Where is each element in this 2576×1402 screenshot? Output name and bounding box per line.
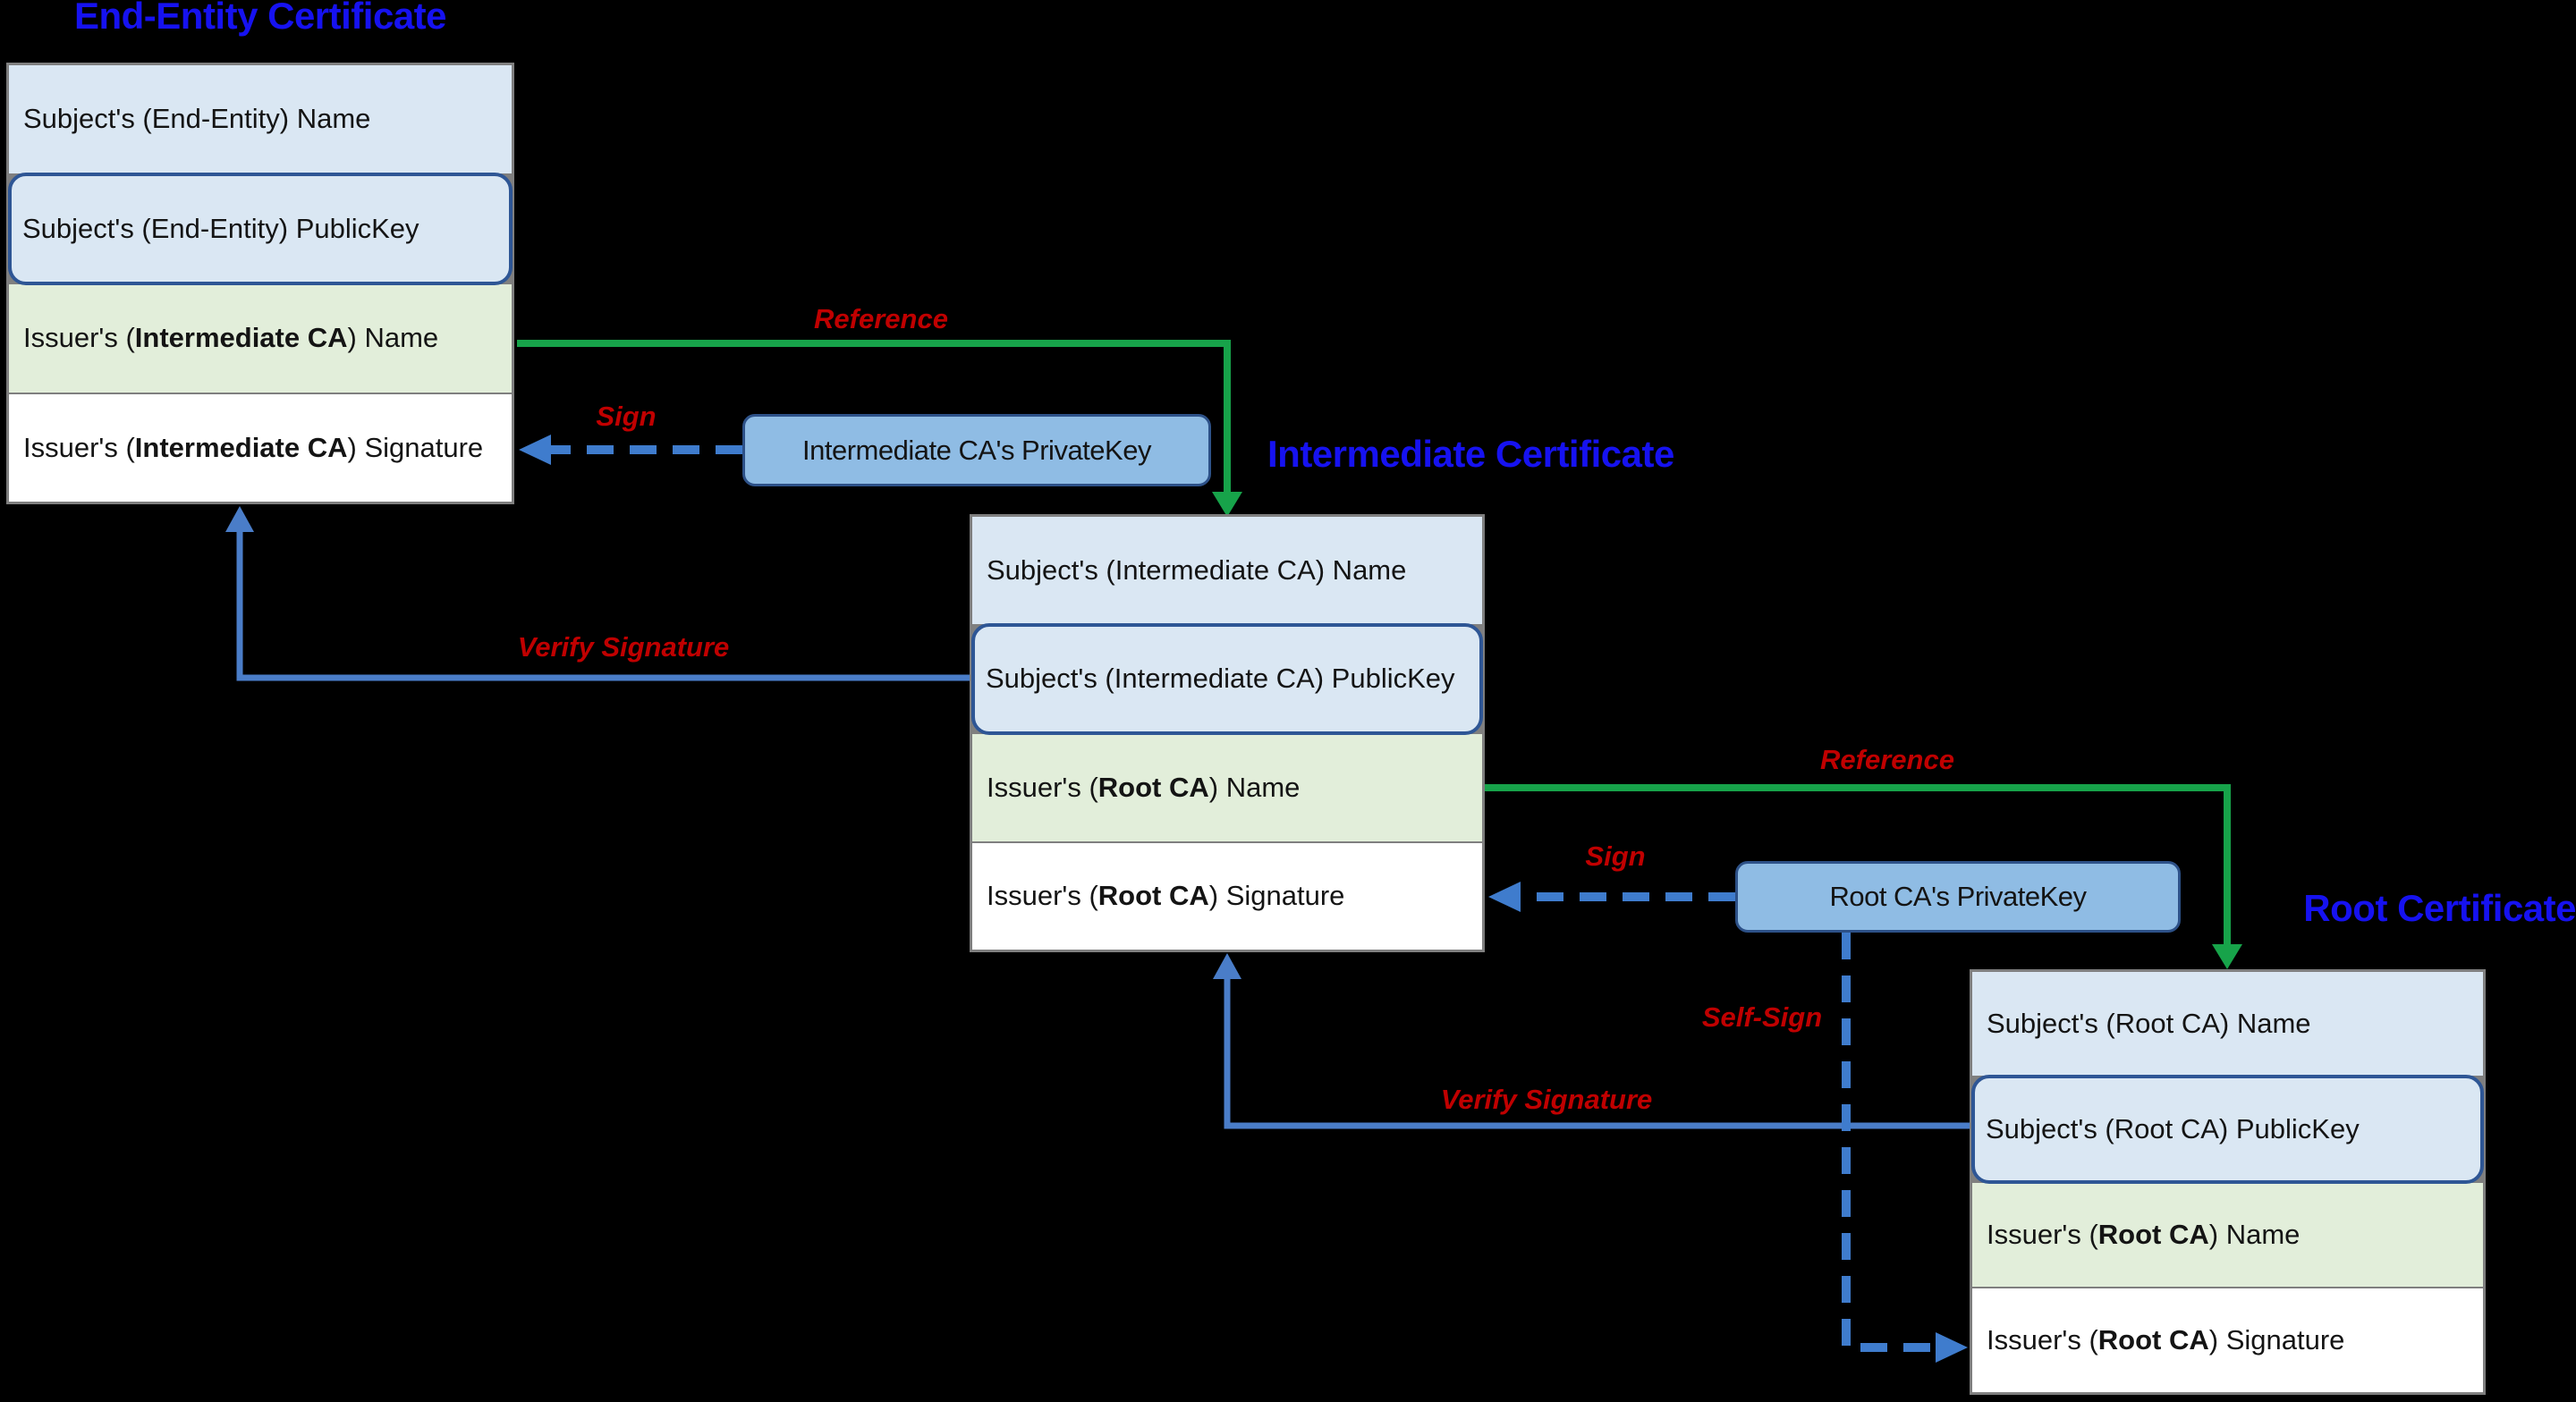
row-label: Issuer's (Intermediate CA) Signature <box>23 431 484 463</box>
row-label: Subject's (Intermediate CA) PublicKey <box>986 663 1455 695</box>
root-certificate-title: Root Certificate <box>2303 887 2576 929</box>
end-entity-subject-name-row: Subject's (End-Entity) Name <box>9 65 512 173</box>
intermediate-issuer-signature-row: Issuer's (Root CA) Signature <box>972 840 1482 950</box>
end-entity-subject-publickey-row: Subject's (End-Entity) PublicKey <box>8 172 513 285</box>
reference-label-1: Reference <box>814 303 948 334</box>
self-sign-arrow-head <box>1936 1332 1968 1363</box>
intermediate-certificate-box: Subject's (Intermediate CA) Name Subject… <box>970 514 1485 952</box>
row-label: Subject's (Root CA) PublicKey <box>1986 1113 2360 1144</box>
root-certificate-box: Subject's (Root CA) Name Subject's (Root… <box>1970 969 2486 1395</box>
verify-signature-arrow-2-head <box>1213 953 1241 979</box>
row-label: Issuer's (Root CA) Name <box>1987 1219 2301 1250</box>
row-label: Issuer's (Root CA) Signature <box>1987 1324 2345 1356</box>
row-label: Issuer's (Intermediate CA) Name <box>23 322 439 354</box>
intermediate-subject-name-row: Subject's (Intermediate CA) Name <box>972 517 1482 624</box>
self-sign-label: Self-Sign <box>1701 1001 1823 1033</box>
verify-signature-arrow-1-head <box>225 506 254 532</box>
publickey-rounded-frame: Subject's (Intermediate CA) PublicKey <box>971 622 1483 735</box>
end-entity-certificate-box: Subject's (End-Entity) Name Subject's (E… <box>6 63 514 504</box>
end-entity-issuer-signature-row: Issuer's (Intermediate CA) Signature <box>9 392 512 502</box>
intermediate-certificate-title: Intermediate Certificate <box>1267 433 1674 475</box>
root-subject-publickey-row: Subject's (Root CA) PublicKey <box>1971 1075 2484 1184</box>
row-label: Issuer's (Root CA) Signature <box>987 880 1345 912</box>
reference-arrow-2-head <box>2212 944 2242 969</box>
reference-label-2: Reference <box>1820 744 1954 775</box>
verify-signature-label-1: Verify Signature <box>517 631 730 663</box>
row-label: Issuer's (Root CA) Name <box>987 771 1301 803</box>
end-entity-issuer-name-row: Issuer's (Intermediate CA) Name <box>9 283 512 393</box>
publickey-rounded-frame: Subject's (Root CA) PublicKey <box>1971 1075 2484 1184</box>
sign-arrow-1-head <box>519 435 551 465</box>
intermediate-ca-privatekey-box: Intermediate CA's PrivateKey <box>742 414 1211 486</box>
sign-label-2: Sign <box>1585 840 1646 872</box>
end-entity-certificate-title: End-Entity Certificate <box>73 0 447 37</box>
root-ca-privatekey-box: Root CA's PrivateKey <box>1735 861 2181 933</box>
root-issuer-signature-row: Issuer's (Root CA) Signature <box>1972 1287 2483 1392</box>
intermediate-subject-publickey-row: Subject's (Intermediate CA) PublicKey <box>971 622 1483 735</box>
root-issuer-name-row: Issuer's (Root CA) Name <box>1972 1181 2483 1287</box>
root-subject-name-row: Subject's (Root CA) Name <box>1972 972 2483 1076</box>
verify-signature-label-2: Verify Signature <box>1440 1084 1653 1115</box>
publickey-rounded-frame: Subject's (End-Entity) PublicKey <box>8 172 513 285</box>
sign-label-1: Sign <box>596 401 657 432</box>
self-sign-arrow-line <box>1842 933 1936 1352</box>
row-label: Subject's (End-Entity) PublicKey <box>22 212 419 244</box>
row-label: Subject's (End-Entity) Name <box>23 103 371 135</box>
intermediate-issuer-name-row: Issuer's (Root CA) Name <box>972 732 1482 841</box>
reference-arrow-1-head <box>1212 492 1242 517</box>
sign-arrow-2-head <box>1488 882 1521 912</box>
row-label: Subject's (Intermediate CA) Name <box>987 553 1407 586</box>
row-label: Subject's (Root CA) Name <box>1987 1008 2311 1039</box>
